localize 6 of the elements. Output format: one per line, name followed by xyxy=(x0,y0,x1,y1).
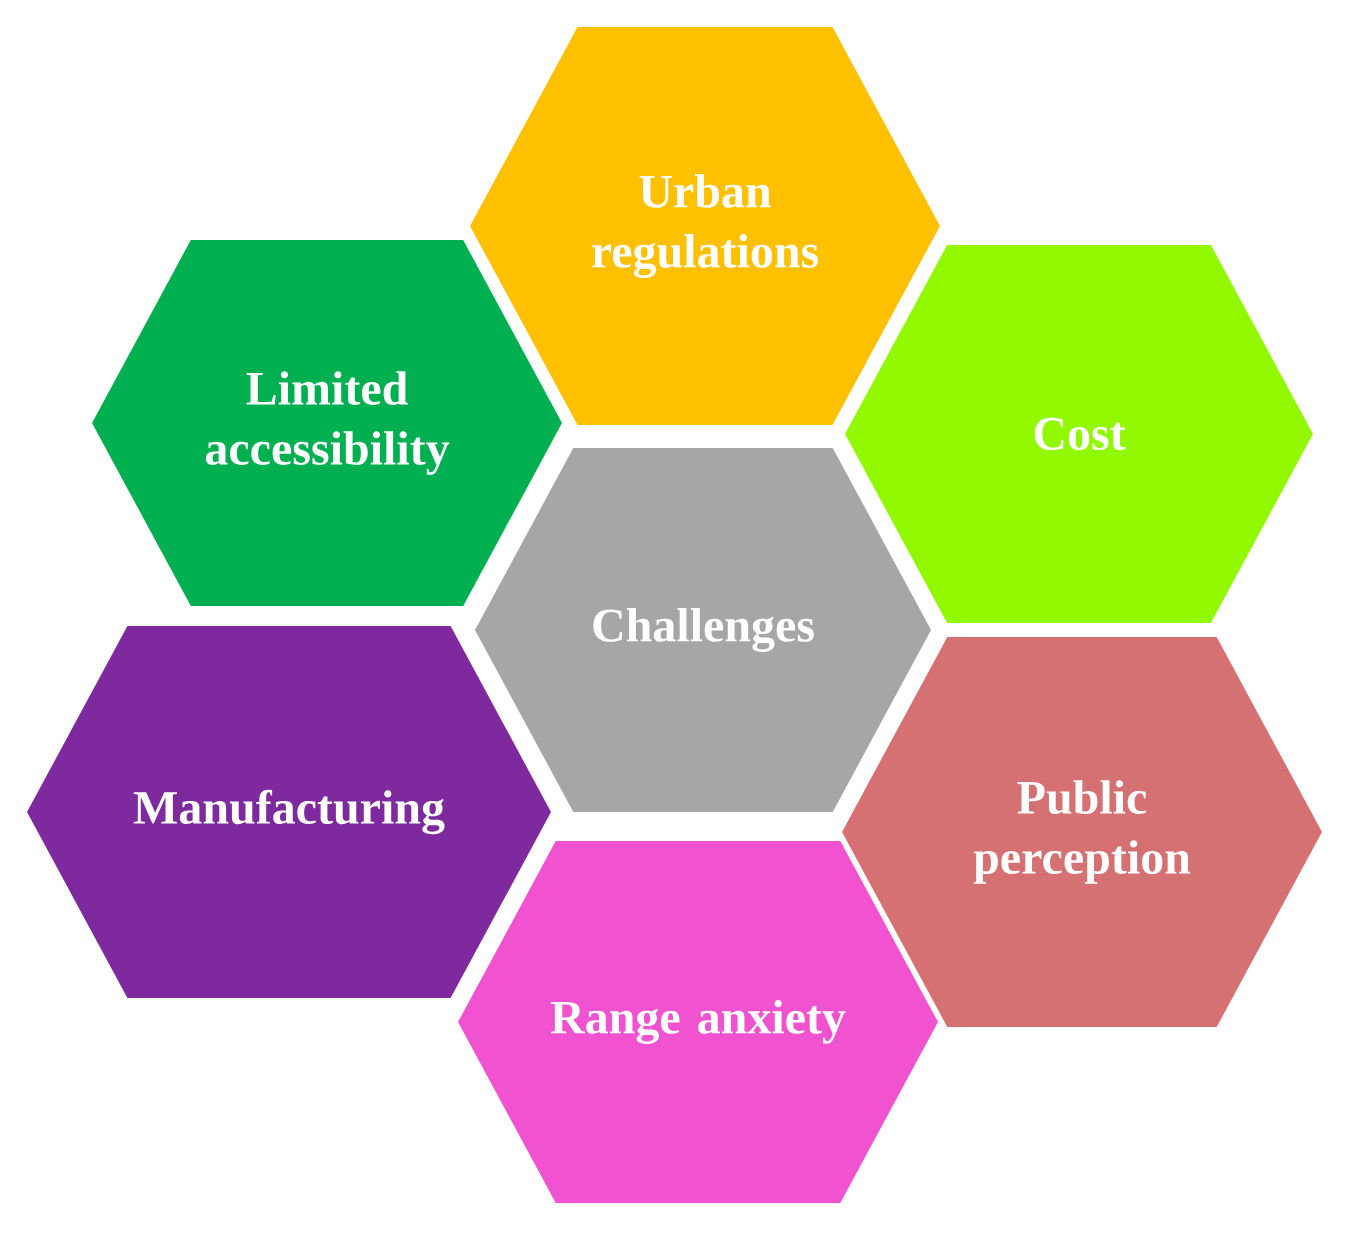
hexagon: Urban regulations xyxy=(470,27,940,425)
hexagon: Limited accessibility xyxy=(92,240,562,606)
hexagon: Manufacturing xyxy=(27,626,551,998)
hexagon: Range anxiety xyxy=(458,841,938,1203)
hexagon: Challenges xyxy=(475,448,931,812)
hexagon: Cost xyxy=(845,245,1313,623)
